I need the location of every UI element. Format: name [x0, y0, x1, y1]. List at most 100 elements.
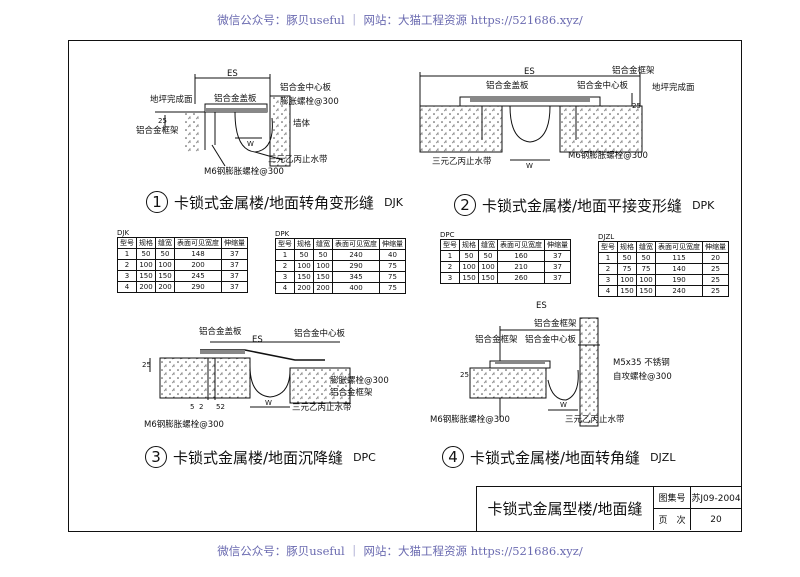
d2-caption: 2 卡锁式金属楼/地面平接变形缝 DPK [454, 194, 714, 216]
d2-number: 2 [454, 194, 476, 216]
table-cell: 240 [655, 285, 703, 297]
table-header: 伸缩量 [702, 241, 729, 253]
table-cell: 100 [636, 274, 656, 286]
table-header: 缝宽 [478, 239, 498, 251]
table-cell: 37 [221, 270, 248, 282]
d3-caption-text: 卡锁式金属楼/地面沉降缝 [173, 448, 344, 467]
table-cell: 150 [459, 272, 479, 284]
d3-m6-label: M6钢膨胀螺栓@300 [144, 420, 224, 430]
table-cell: 40 [379, 249, 406, 261]
table-cell: 25 [702, 274, 729, 286]
d3-dim-2: 2 [199, 403, 204, 411]
d1-es-label: ES [227, 69, 238, 79]
table-cell: 210 [497, 261, 545, 273]
table-cell: 75 [379, 271, 406, 283]
table-cell: 200 [136, 281, 156, 293]
table-cell: 1 [117, 248, 137, 260]
d4-frame-label: 铝合金框架 [475, 335, 518, 345]
d2-m6-label: M6钢膨胀螺栓@300 [568, 151, 648, 161]
table-cell: 150 [617, 285, 637, 297]
table-cell: 150 [478, 272, 498, 284]
atlas-value: 苏J09-2004 [691, 487, 741, 509]
table-cell: 100 [155, 259, 175, 271]
d3-cover-label: 铝合金盖板 [199, 327, 242, 337]
table-cell: 2 [440, 261, 460, 273]
d1-cover-label: 铝合金盖板 [214, 94, 257, 104]
table-header: 缝宽 [313, 238, 333, 250]
table-djzl-code: DJZL [598, 233, 615, 241]
d3-number: 3 [145, 446, 167, 468]
table-header: 表面可见宽度 [497, 239, 545, 251]
table-cell: 50 [617, 252, 637, 264]
watermark-top: 微信公众号：豚贝useful ｜ 网站：大猫工程资源 https://52168… [217, 13, 583, 27]
table-cell: 1 [275, 249, 295, 261]
d3-bolt-label: 膨胀螺栓@300 [330, 376, 389, 386]
table-cell: 1 [440, 250, 460, 262]
title-block: 卡锁式金属型楼/地面缝 图集号 苏J09-2004 页 次 20 [476, 486, 742, 532]
table-cell: 100 [617, 274, 637, 286]
table-cell: 115 [655, 252, 703, 264]
page-label: 页 次 [654, 509, 691, 530]
d1-caption-code: DJK [384, 195, 403, 209]
table-header: 缝宽 [636, 241, 656, 253]
d1-caption: 1 卡锁式金属楼/地面转角变形缝 DJK [146, 191, 403, 213]
d1-number: 1 [146, 191, 168, 213]
table-cell: 4 [275, 282, 295, 294]
diagram-2-drawing [419, 72, 643, 161]
d2-dim-25: 25 [632, 102, 641, 110]
d1-bolt-label: 膨胀螺栓@300 [280, 97, 339, 107]
table-cell: 2 [275, 260, 295, 272]
d2-es-label: ES [524, 67, 535, 77]
d1-floor-label: 地坪完成面 [150, 95, 193, 105]
table-cell: 100 [294, 260, 314, 272]
table-cell: 25 [702, 285, 729, 297]
d4-w-label: W [560, 401, 567, 409]
d4-frame-top-label: 铝合金框架 [534, 319, 577, 329]
table-cell: 50 [294, 249, 314, 261]
table-cell: 150 [136, 270, 156, 282]
table-cell: 240 [332, 249, 380, 261]
table-cell: 37 [221, 259, 248, 271]
d2-center-label: 铝合金中心板 [577, 81, 629, 91]
table-header: 规格 [294, 238, 314, 250]
table-header: 缝宽 [155, 237, 175, 249]
table-cell: 50 [459, 250, 479, 262]
atlas-label: 图集号 [654, 487, 691, 509]
d4-dim-25: 25 [460, 371, 469, 379]
table-cell: 50 [155, 248, 175, 260]
watermark-bottom: 微信公众号：豚贝useful ｜ 网站：大猫工程资源 https://52168… [217, 544, 583, 558]
table-cell: 150 [155, 270, 175, 282]
drawing-frame [68, 40, 742, 532]
table-cell: 1 [598, 252, 618, 264]
table-cell: 3 [440, 272, 460, 284]
table-header: 伸缩量 [379, 238, 406, 250]
table-cell: 200 [155, 281, 175, 293]
table-cell: 2 [117, 259, 137, 271]
table-cell: 400 [332, 282, 380, 294]
table-header: 表面可见宽度 [332, 238, 380, 250]
d4-m6-label: M6钢膨胀螺栓@300 [430, 415, 510, 425]
table-header: 伸缩量 [544, 239, 571, 251]
diagram-4-drawing [469, 317, 600, 427]
d1-caption-text: 卡锁式金属楼/地面转角变形缝 [174, 193, 375, 212]
table-cell: 37 [544, 250, 571, 262]
table-header: 规格 [136, 237, 156, 249]
d2-cover-label: 铝合金盖板 [486, 81, 529, 91]
d3-es-label: ES [252, 335, 263, 345]
d4-caption: 4 卡锁式金属楼/地面转角缝 DJZL [442, 446, 675, 468]
table-cell: 3 [275, 271, 295, 283]
d3-caption-code: DPC [353, 450, 376, 464]
table-cell: 75 [617, 263, 637, 275]
d2-floor-label: 地坪完成面 [652, 83, 695, 93]
d4-screw-label: M5x35 不锈钢 [613, 358, 670, 368]
